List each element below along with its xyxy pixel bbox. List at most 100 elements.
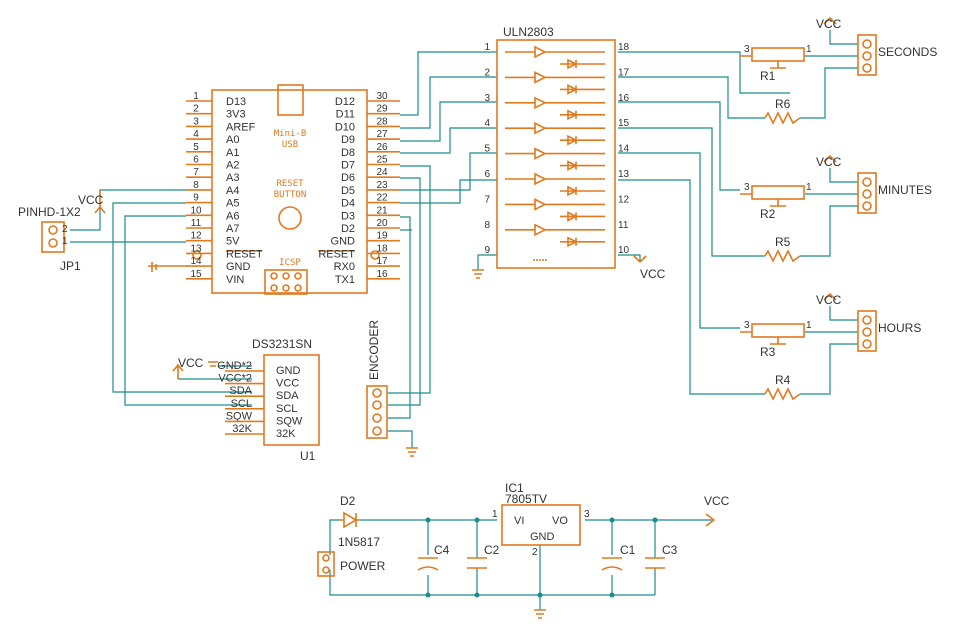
nano-left-pin-num: 4 xyxy=(193,129,199,140)
nano-left-pin-name: A6 xyxy=(226,210,239,222)
rtc-pin-outer: SCL xyxy=(231,398,252,410)
channel-vcc: VCC xyxy=(816,293,842,307)
reg-ref: IC1 xyxy=(505,481,524,495)
nano-right-pin-name: D10 xyxy=(335,121,355,133)
rtc-pin-name: SDA xyxy=(276,390,299,402)
cap-c3: C3 xyxy=(662,543,678,557)
arduino-nano: Mini-B USB RESET BUTTON ICSP xyxy=(192,84,380,295)
nano-left-pin-num: 7 xyxy=(193,167,199,178)
uln-right-pin-num: 10 xyxy=(618,245,630,256)
nano-left-pin-num: 14 xyxy=(190,256,202,267)
nano-left-pin-name: A3 xyxy=(226,172,239,184)
channel-label: SECONDS xyxy=(878,45,937,59)
nano-left-pin-name: 3V3 xyxy=(226,109,246,121)
nano-left-pin-name: A2 xyxy=(226,160,239,172)
nano-right-pin-name: D9 xyxy=(341,134,355,146)
nano-right-pin-name: D4 xyxy=(341,198,355,210)
reset-label-1: RESET xyxy=(276,179,304,189)
icsp-label: ICSP xyxy=(279,258,301,268)
uln-left-pin-num: 9 xyxy=(484,245,490,256)
nano-right-pin-num: 16 xyxy=(376,269,388,280)
uln-left-pin-num: 1 xyxy=(484,42,490,53)
nano-right-pin-num: 29 xyxy=(376,104,388,115)
nano-right-pin-name: D11 xyxy=(336,109,355,121)
rtc-pin-name: SCL xyxy=(276,403,297,415)
nano-right-pin-num: 30 xyxy=(376,91,388,102)
uln-left-pin-num: 4 xyxy=(484,118,490,129)
cap-c4: C4 xyxy=(434,543,450,557)
uln-right-pin-num: 11 xyxy=(618,220,629,231)
power-jack-label: POWER xyxy=(340,559,386,573)
nano-left-pin-name: AREF xyxy=(226,121,256,133)
nano-left-pin-num: 9 xyxy=(193,193,199,204)
junctions xyxy=(425,517,658,598)
diode-ref: D2 xyxy=(340,494,356,508)
rtc-pin-outer: SQW xyxy=(226,410,253,422)
nano-left-pin-num: 13 xyxy=(190,243,202,254)
nano-left-pin-num: 6 xyxy=(193,155,199,166)
usb-label-1: Mini-B xyxy=(274,129,307,139)
reg-vo: VO xyxy=(552,515,568,527)
nano-right-pin-num: 27 xyxy=(376,129,388,140)
rtc-pin-outer: VCC*2 xyxy=(218,373,252,385)
uln-left-pin-num: 6 xyxy=(484,169,490,180)
nano-left-pin-name: VIN xyxy=(226,274,244,286)
reg-part: 7805TV xyxy=(505,492,547,506)
resistor-ref: R6 xyxy=(775,97,791,111)
pot-ref: R2 xyxy=(760,207,776,221)
nano-right-pin-num: 24 xyxy=(376,167,388,178)
nano-right-pin-num: 20 xyxy=(376,218,388,229)
nano-right-pin-num: 19 xyxy=(376,231,388,242)
nano-right-pin-name: TX1 xyxy=(335,274,355,286)
nano-left-pin-name: RESET xyxy=(226,248,263,260)
nano-left-pin-num: 10 xyxy=(190,205,202,216)
nano-right-pin-name: RESET xyxy=(318,248,355,260)
uln-right-pin-num: 15 xyxy=(618,118,630,129)
uln-left-pin-num: 8 xyxy=(484,220,490,231)
pot-pin-b: 1 xyxy=(806,320,812,331)
encoder-connector: ENCODER xyxy=(366,320,418,457)
cap-c2: C2 xyxy=(484,543,500,557)
uln-left-pin-num: 2 xyxy=(484,67,490,78)
nano-left-pin-num: 15 xyxy=(190,269,202,280)
channel-label: HOURS xyxy=(878,321,921,335)
nano-left-pin-name: A4 xyxy=(226,185,239,197)
cap-c1: C1 xyxy=(620,543,636,557)
reg-gnd: GND xyxy=(530,531,555,543)
encoder-label: ENCODER xyxy=(367,320,381,380)
pot-ref: R1 xyxy=(760,69,776,83)
nano-right-pin-name: D3 xyxy=(341,210,355,222)
reg-pin2: 2 xyxy=(532,547,538,558)
uln-right-pin-num: 18 xyxy=(618,42,630,53)
uln-right-pin-num: 13 xyxy=(618,169,630,180)
nano-right-pin-name: D5 xyxy=(341,185,355,197)
rtc-pin-outer: SDA xyxy=(229,385,252,397)
uln-left-pin-num: 3 xyxy=(484,93,490,104)
jp1-vcc-label: VCC xyxy=(78,193,104,207)
nano-left-pin-num: 3 xyxy=(193,116,199,127)
diode-part: 1N5817 xyxy=(338,535,380,549)
channel-vcc: VCC xyxy=(816,17,842,31)
pot-pin-a: 3 xyxy=(744,44,750,55)
reg-vi: VI xyxy=(514,515,524,527)
nano-right-pin-name: D12 xyxy=(335,96,355,108)
uln-right-pin-num: 12 xyxy=(618,194,630,205)
rtc-pin-name: SQW xyxy=(276,415,303,427)
nano-left-pin-name: D13 xyxy=(226,96,246,108)
uln-vcc-label: VCC xyxy=(640,267,666,281)
nano-right-pin-name: D8 xyxy=(341,147,355,159)
nano-left-pin-num: 11 xyxy=(191,218,202,229)
nano-left-pin-num: 2 xyxy=(193,104,199,115)
jp1-header: 2 1 PINHD-1X2 JP1 VCC xyxy=(18,190,186,273)
jp1-ref: JP1 xyxy=(60,259,81,273)
nano-right-pin-num: 21 xyxy=(376,205,388,216)
nano-right-pin-num: 17 xyxy=(376,256,388,267)
nano-left-pin-name: 5V xyxy=(226,236,240,248)
nano-left-pin-num: 5 xyxy=(193,142,199,153)
nano-right-pin-num: 25 xyxy=(376,155,388,166)
